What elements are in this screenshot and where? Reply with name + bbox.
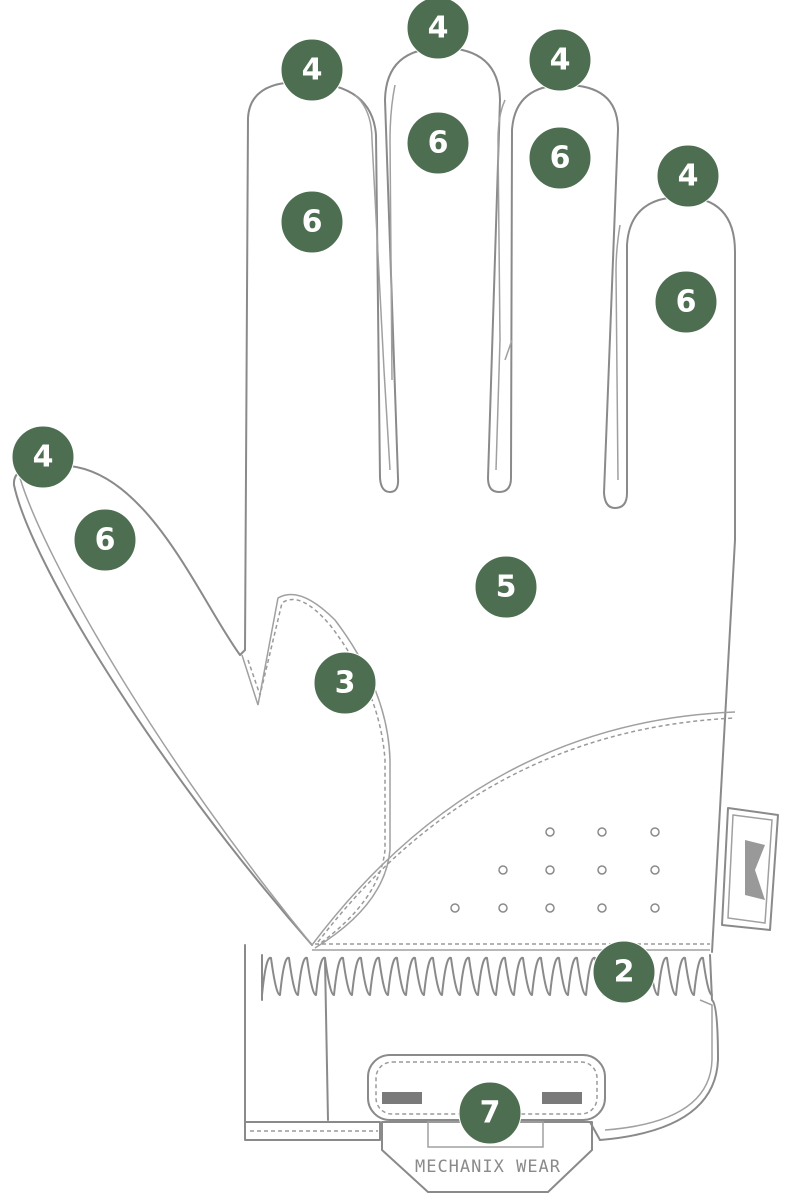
vent-holes — [450, 827, 660, 913]
svg-text:4: 4 — [428, 11, 449, 46]
svg-text:4: 4 — [33, 440, 54, 475]
callout-index-tip: 4 — [280, 38, 344, 102]
finger-gusset-lines — [354, 84, 621, 481]
callout-closure-tab: 7 — [458, 1081, 522, 1145]
svg-text:6: 6 — [676, 285, 697, 320]
callout-thumb-crotch: 3 — [313, 651, 377, 715]
cuff-outline — [244, 944, 719, 1141]
svg-text:4: 4 — [678, 159, 699, 194]
callout-middle-tip: 4 — [406, 0, 470, 60]
cuff-strap — [244, 1121, 601, 1141]
svg-text:6: 6 — [302, 205, 323, 240]
svg-text:2: 2 — [614, 955, 635, 990]
callout-ring-pad: 6 — [528, 126, 592, 190]
cuff-brand-text: MECHANIX WEAR — [415, 1157, 561, 1177]
thumb-crotch-seam — [247, 598, 386, 946]
svg-text:4: 4 — [550, 43, 571, 78]
svg-text:6: 6 — [95, 523, 116, 558]
callout-middle-pad: 6 — [406, 111, 470, 175]
callout-thumb-tip: 4 — [11, 425, 75, 489]
thumb-crotch-outline — [241, 593, 391, 949]
svg-text:6: 6 — [428, 126, 449, 161]
svg-text:4: 4 — [302, 53, 323, 88]
callout-palm: 5 — [474, 555, 538, 619]
side-logo-tag — [721, 807, 779, 931]
svg-text:6: 6 — [550, 141, 571, 176]
callout-pinky-pad: 6 — [654, 270, 718, 334]
callout-ring-tip: 4 — [528, 28, 592, 92]
callout-index-pad: 6 — [280, 190, 344, 254]
thumb-outline — [12, 463, 313, 946]
svg-text:3: 3 — [335, 666, 356, 701]
palm-patch-edge — [311, 711, 736, 946]
callout-thumb-pad: 6 — [73, 508, 137, 572]
thumb-inner-line — [19, 477, 313, 946]
svg-text:5: 5 — [496, 570, 517, 605]
callout-knit-cuff: 2 — [592, 940, 656, 1004]
svg-text:7: 7 — [480, 1096, 501, 1131]
palm-patch-seam — [317, 717, 736, 943]
glove-outline — [244, 47, 736, 953]
callout-pinky-tip: 4 — [656, 144, 720, 208]
